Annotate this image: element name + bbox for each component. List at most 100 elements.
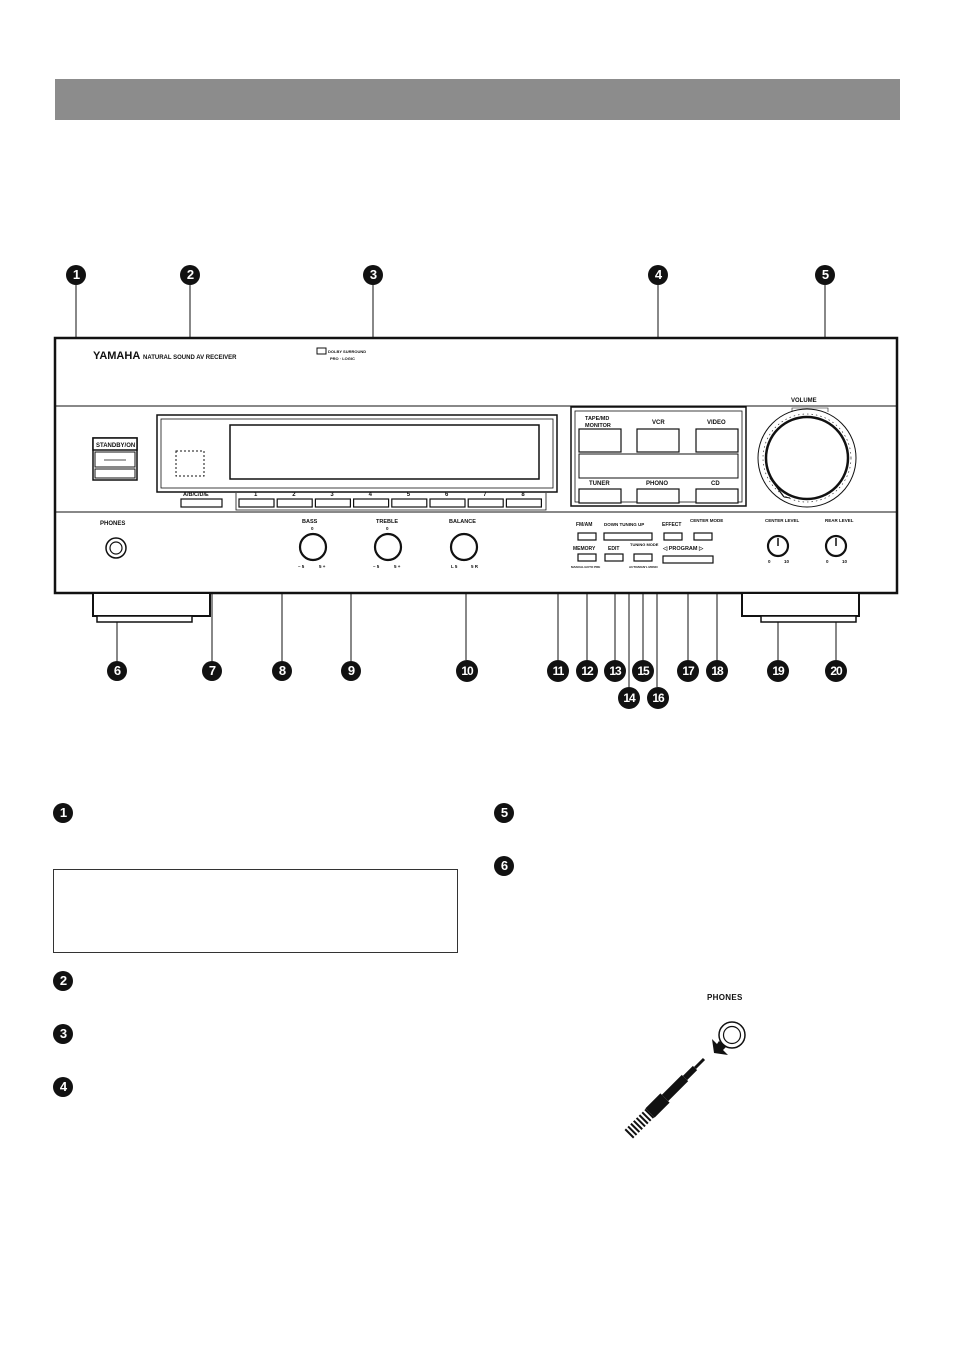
vcr-button xyxy=(636,428,680,453)
callout-17: 17 xyxy=(677,660,699,682)
preset-number-3: 3 xyxy=(330,492,334,498)
phono-label: PHONO xyxy=(646,481,668,487)
list-marker-3: 3 xyxy=(53,1024,73,1044)
phono-button xyxy=(636,488,680,504)
program-label: ◁ PROGRAM ▷ xyxy=(662,545,704,552)
fm-am-button xyxy=(577,532,597,541)
callout-18: 18 xyxy=(706,660,728,682)
center-mode-button xyxy=(693,532,713,541)
note-box xyxy=(53,869,458,953)
bass-scale-minus: – 5 xyxy=(298,564,305,569)
balance-scale-right: 5 R xyxy=(471,564,479,569)
volume-knob xyxy=(764,415,850,501)
vcr-label: VCR xyxy=(652,420,665,426)
tuning-button xyxy=(603,532,653,541)
remote-sensor xyxy=(175,450,205,477)
rear-level-max: 10 xyxy=(842,559,848,564)
bass-label: BASS xyxy=(302,519,318,525)
tape-md-label: TAPE/MD xyxy=(585,416,609,422)
memory-sub-label: MANUAL/AUTO PRE xyxy=(571,565,600,569)
callout-2: 2 xyxy=(180,265,200,285)
callout-13: 13 xyxy=(604,660,626,682)
standby-button xyxy=(94,451,136,468)
tuning-mode-button xyxy=(633,553,653,562)
tuning-mode-label: TUNING MODE xyxy=(630,542,659,547)
callout-11: 11 xyxy=(547,660,569,682)
treble-label: TREBLE xyxy=(376,519,398,525)
center-level-min: 0 xyxy=(768,559,771,564)
balance-knob xyxy=(449,532,479,562)
callout-6: 6 xyxy=(107,661,127,681)
rear-level-min: 0 xyxy=(826,559,829,564)
center-level-max: 10 xyxy=(784,559,790,564)
cd-button xyxy=(695,488,739,504)
preset-button-7 xyxy=(467,498,504,508)
prologic-text: PRO · LOGIC xyxy=(330,356,355,361)
tuning-mode-sub-label: AUTO/MAN'L MONO xyxy=(629,565,658,569)
bass-scale-plus: 5 + xyxy=(319,564,326,569)
callout-9: 9 xyxy=(341,661,361,681)
callout-10: 10 xyxy=(456,660,478,682)
phones-panel-label: PHONES xyxy=(100,521,125,527)
display-screen xyxy=(229,424,540,480)
model-text: NATURAL SOUND AV RECEIVER xyxy=(143,355,237,361)
preset-button-4 xyxy=(353,498,390,508)
headphone-plug-icon xyxy=(623,1057,706,1140)
callout-15: 15 xyxy=(632,660,654,682)
dolby-text: DOLBY SURROUND xyxy=(328,349,366,354)
callout-7: 7 xyxy=(202,661,222,681)
preset-button-3 xyxy=(314,498,351,508)
list-marker-6: 6 xyxy=(494,856,514,876)
callout-14: 14 xyxy=(618,687,640,709)
center-mode-label: CENTER MODE xyxy=(690,518,723,523)
volume-label: VOLUME xyxy=(791,398,817,404)
fm-am-label: FM/AM xyxy=(576,522,592,528)
treble-knob xyxy=(373,532,403,562)
preset-number-5: 5 xyxy=(407,492,411,498)
insert-arrow-icon xyxy=(712,1039,728,1055)
dolby-logo-icon xyxy=(316,347,327,355)
edit-label: EDIT xyxy=(608,546,619,552)
section-header-bar xyxy=(55,79,900,120)
callout-8: 8 xyxy=(272,661,292,681)
effect-button xyxy=(663,532,683,541)
list-marker-5: 5 xyxy=(494,803,514,823)
callout-20: 20 xyxy=(825,660,847,682)
preset-button-2 xyxy=(276,498,313,508)
center-level-label: CENTER LEVEL xyxy=(765,518,800,523)
balance-scale-left: L 5 xyxy=(451,564,458,569)
preset-button-5 xyxy=(391,498,428,508)
treble-scale-top: 0 xyxy=(386,526,389,531)
list-marker-2: 2 xyxy=(53,971,73,991)
treble-scale-minus: – 5 xyxy=(373,564,380,569)
preset-button-8 xyxy=(505,498,542,508)
tape-md-button xyxy=(578,428,622,453)
callout-12: 12 xyxy=(576,660,598,682)
preset-button-6 xyxy=(429,498,466,508)
effect-label: EFFECT xyxy=(662,522,681,528)
brand-logo: YAMAHA xyxy=(93,350,140,362)
preset-number-4: 4 xyxy=(369,492,373,498)
bass-scale-top: 0 xyxy=(311,526,314,531)
callout-4: 4 xyxy=(648,265,668,285)
preset-button-1 xyxy=(238,498,275,508)
preset-number-2: 2 xyxy=(292,492,296,498)
preset-number-1: 1 xyxy=(254,492,258,498)
list-marker-1: 1 xyxy=(53,803,73,823)
preset-number-8: 8 xyxy=(521,492,525,498)
list-marker-4: 4 xyxy=(53,1077,73,1097)
speaker-label: A/B/C/D/E xyxy=(183,492,209,498)
tuner-button xyxy=(578,488,622,504)
callout-16: 16 xyxy=(647,687,669,709)
memory-label: MEMORY xyxy=(573,546,596,552)
memory-button xyxy=(577,553,597,562)
callout-5: 5 xyxy=(815,265,835,285)
tuner-label: TUNER xyxy=(589,481,610,487)
balance-label: BALANCE xyxy=(449,519,476,525)
edit-button xyxy=(604,553,624,562)
phones-figure-label: PHONES xyxy=(707,993,743,1002)
callout-1: 1 xyxy=(66,265,86,285)
callout-3: 3 xyxy=(363,265,383,285)
video-button xyxy=(695,428,739,453)
